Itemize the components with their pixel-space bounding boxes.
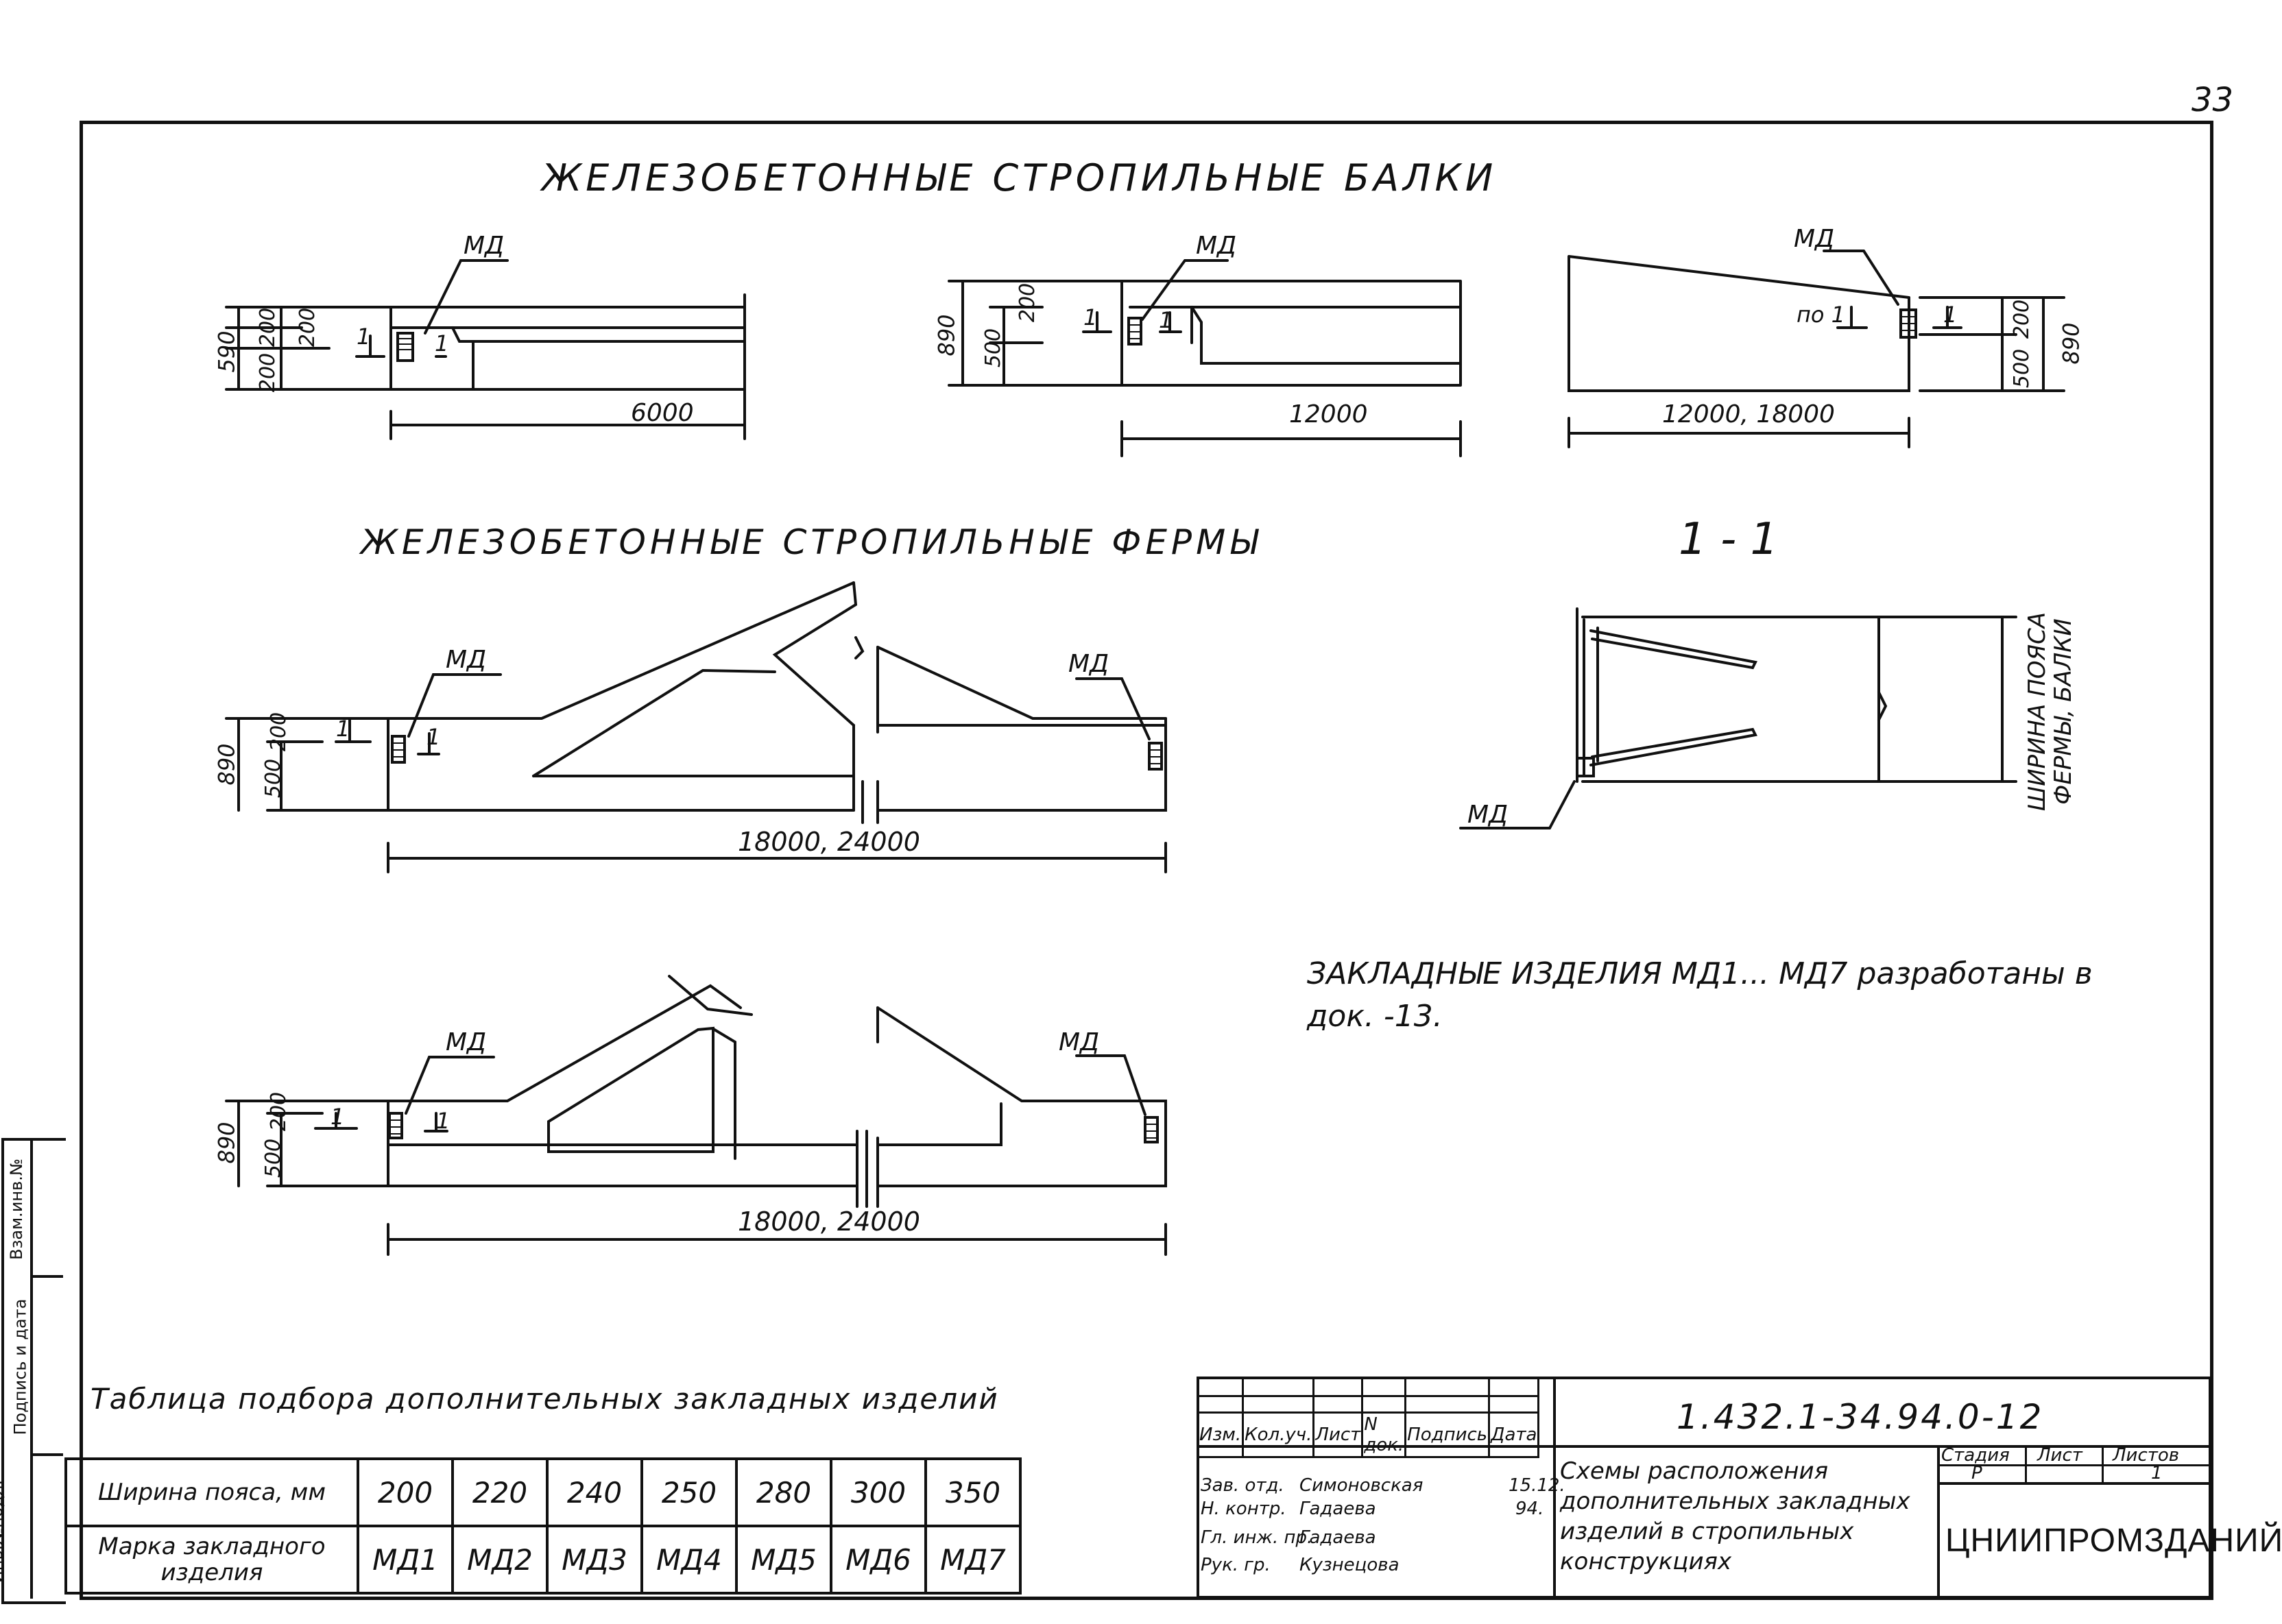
beam-left-dim-a: 200 [256,307,280,348]
side-strip: Инв.№подл. Подпись и дата Взам.инв.№ [0,1138,66,1604]
name-4: Кузнецова [1299,1555,1400,1575]
md-label-truss-1-right: МД [1068,650,1109,678]
drawing-frame [80,121,2213,1600]
mark-cell: МД1 [357,1525,454,1595]
beam-right-drawing [1568,250,2065,448]
beam-left-dim-overall: 590 [213,330,240,373]
width-cell: 220 [451,1457,549,1527]
beam-left-span: 6000 [631,399,694,427]
cut-marker-beam-right-a: по 1 [1797,302,1846,328]
beam-right-dim-b: 200 [2010,299,2034,339]
trusses-section-title: ЖЕЛЕЗОБЕТОННЫЕ СТРОПИЛЬНЫЕ ФЕРМЫ [361,522,1262,562]
selection-table-title: Таблица подбора дополнительных закладных… [91,1382,999,1416]
mark-cell: МД6 [830,1525,927,1595]
beam-left-dim-b: 200 [256,352,280,393]
name-3: Гадаева [1299,1527,1376,1548]
truss-2-dim-b: 200 [267,1091,291,1132]
table-row: Марка закладного изделия МД1 МД2 МД3 МД4… [64,1525,1022,1595]
width-cell: 200 [357,1457,454,1527]
width-cell: 250 [640,1457,738,1527]
mark-cell: МД2 [451,1525,549,1595]
cut-marker-truss-2-a: 1 [331,1104,345,1130]
beam-right-dim-overall: 890 [2058,322,2085,365]
md-label-truss-1-left: МД [446,646,487,674]
mark-cell: МД7 [924,1525,1022,1595]
truss-2-span: 18000, 24000 [738,1207,920,1237]
beam-left-drawing [225,259,746,440]
md-label-beam-middle: МД [1196,232,1237,260]
selection-table: Ширина пояса, мм 200 220 240 250 280 300… [64,1457,1022,1595]
beam-right-dim-a: 500 [2010,348,2034,389]
sheets-value: 1 [2151,1463,2163,1483]
date-1: 15.12. [1509,1475,1565,1496]
title-block-col-podpis: Подпись [1404,1411,1491,1458]
sheet-title: Схемы расположения дополнительных заклад… [1560,1457,1910,1575]
cut-marker-beam-left-b: 1 [435,330,449,356]
role-4: Рук. гр. [1201,1555,1271,1575]
beams-section-title: ЖЕЛЕЗОБЕТОННЫЕ СТРОПИЛЬНЫЕ БАЛКИ [542,156,1498,199]
cut-marker-beam-right-b: 1 [1943,302,1958,328]
table-row: Ширина пояса, мм 200 220 240 250 280 300… [64,1457,1022,1527]
width-cell: 240 [546,1457,643,1527]
truss-2-dim-overall: 890 [213,1122,240,1164]
page-number: 33 [2191,81,2234,119]
stage-value: Р [1971,1463,1982,1483]
truss-2-dim-a: 500 [261,1138,286,1178]
document-code: 1.432.1-34.94.0-12 [1677,1397,2044,1437]
width-cell: 300 [830,1457,927,1527]
name-1: Симоновская [1299,1475,1424,1496]
width-cell: 280 [735,1457,832,1527]
truss-1-dim-overall: 890 [213,743,240,786]
role-3: Гл. инж. пр. [1201,1527,1313,1548]
cut-marker-truss-1-b: 1 [427,724,441,750]
side-strip-inv-podl: Инв.№подл. [0,1479,7,1584]
section-cut-label: 1 - 1 [1679,514,1779,565]
stage-label: Стадия [1941,1445,2010,1466]
mark-cell: МД3 [546,1525,643,1595]
section-1-1-drawing [1459,607,2017,829]
beam-middle-dim-a: 500 [981,328,1006,368]
mark-cell: МД5 [735,1525,832,1595]
md-label-section: МД [1467,801,1509,829]
mark-cell: МД4 [640,1525,738,1595]
cut-marker-truss-1-a: 1 [336,716,350,742]
md-label-beam-left: МД [464,232,505,260]
beam-middle-drawing [948,259,1462,457]
truss-2-drawing [225,975,1167,1256]
name-2: Гадаева [1299,1499,1376,1519]
beam-middle-span: 12000 [1289,400,1368,428]
row-header-mark: Марка закладного изделия [64,1525,359,1595]
md-label-truss-2-left: МД [446,1028,487,1056]
truss-1-drawing [225,581,1167,873]
beam-right-span: 12000, 18000 [1662,400,1835,428]
width-cell: 350 [924,1457,1022,1527]
title-block-col-kol: Кол.уч. [1242,1411,1315,1458]
section-width-label: ШИРИНА ПОЯСА ФЕРМЫ, БАЛКИ [2023,611,2077,812]
sheets-label: Листов [2113,1445,2180,1466]
sheet-label: Лист [2037,1445,2082,1466]
side-strip-signature-date: Подпись и дата [10,1298,30,1435]
role-2: Н. контр. [1201,1499,1286,1519]
beam-left-dim-c: 200 [296,307,320,348]
row-header-width: Ширина пояса, мм [64,1457,359,1527]
truss-1-span: 18000, 24000 [738,827,920,857]
truss-1-dim-a: 500 [261,758,286,799]
date-2: 94. [1515,1499,1544,1519]
cut-marker-truss-2-b: 1 [436,1108,451,1134]
side-strip-vzam-inv: Взам.инв.№ [6,1159,26,1260]
title-block-col-list: Лист [1312,1411,1364,1458]
role-1: Зав. отд. [1201,1475,1284,1496]
md-label-truss-2-right: МД [1059,1028,1100,1056]
beam-middle-dim-b: 200 [1016,282,1040,323]
cut-marker-beam-left-a: 1 [357,324,371,350]
beam-middle-dim-overall: 890 [933,314,960,356]
organization: ЦНИИПРОМЗДАНИЙ [1945,1523,2282,1559]
truss-1-dim-b: 200 [267,712,291,752]
embedded-items-note: ЗАКЛАДНЫЕ ИЗДЕЛИЯ МД1... МД7 разработаны… [1307,956,2093,1034]
md-label-beam-right: МД [1794,225,1835,253]
cut-marker-beam-middle-a: 1 [1083,304,1098,330]
title-block-col-data: Дата [1488,1411,1540,1458]
cut-marker-beam-middle-b: 1 [1159,307,1173,333]
